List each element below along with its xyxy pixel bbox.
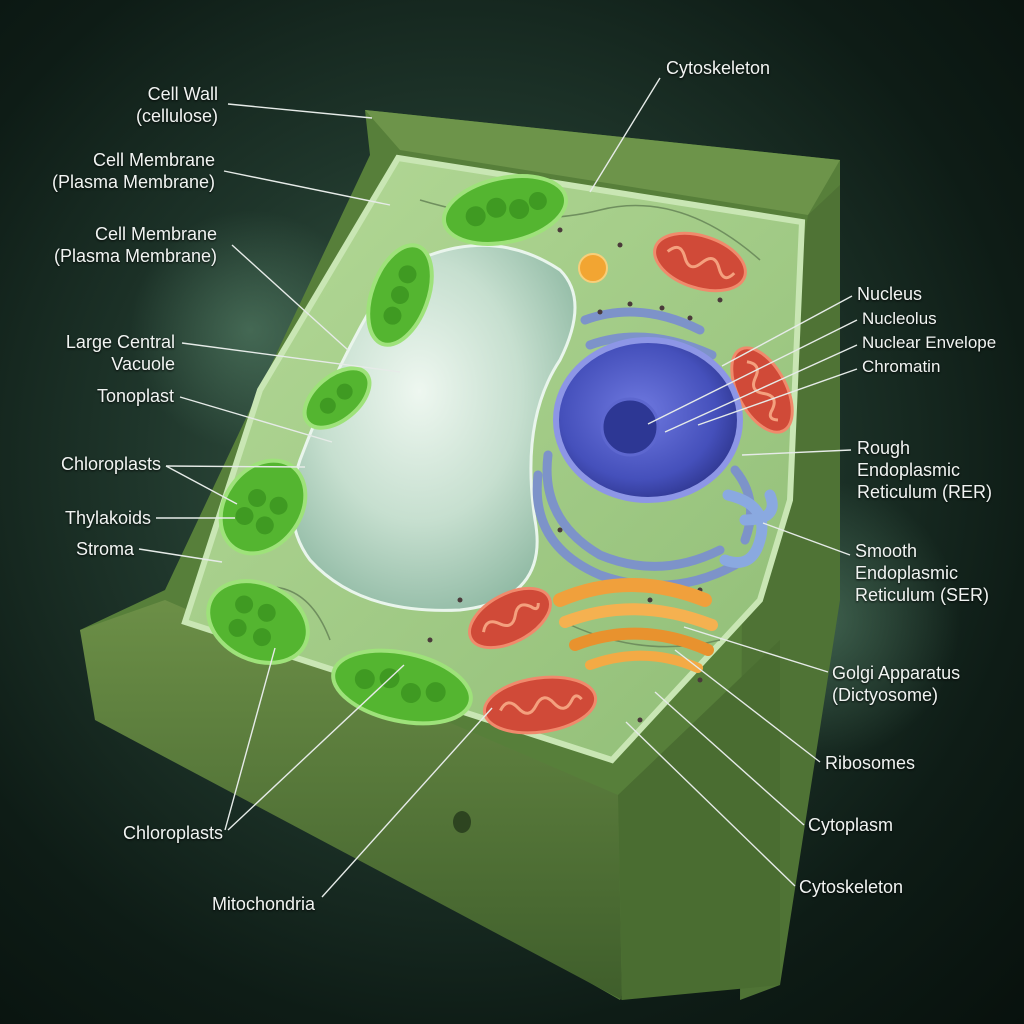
label-cytoskeleton-bottom: Cytoskeleton [799,877,904,897]
mitochondrion [468,586,552,650]
leader-smooth-er [762,522,851,556]
leader-cell-membrane-2 [231,244,349,351]
label-chloroplasts-top: Chloroplasts [60,454,161,474]
label-chloroplasts-bottom: Chloroplasts [122,823,223,843]
chloroplast [206,579,310,665]
leader-lines [138,77,858,898]
leader-chloroplasts-top-a [165,465,306,468]
label-thylakoids: Thylakoids [64,508,151,528]
leader-cytoplasm [654,691,805,826]
label-chromatin: Chromatin [862,357,941,376]
leader-ribosomes [674,649,821,763]
leader-chloroplasts-bottom-a [224,647,276,831]
leader-cytoskeleton-bottom [625,721,796,887]
vesicle [578,253,608,283]
label-nuclear-envelope: Nuclear Envelope [862,333,997,352]
leader-tonoplast [179,396,333,443]
leader-rough-er [741,449,852,456]
leader-nucleolus [647,319,858,425]
label-tonoplast: Tonoplast [96,386,174,406]
leader-cytoskeleton-top [589,77,661,193]
leader-mitochondria [321,707,493,898]
leader-stroma [138,548,223,563]
plasmodesma-pore [453,811,471,833]
label-mitochondria: Mitochondria [211,894,315,914]
label-cytoskeleton-top: Cytoskeleton [666,58,771,78]
chloroplast [366,243,434,347]
leader-chloroplasts-top-b [165,465,238,505]
chloroplast [441,174,569,246]
cell-wall-top-rim [365,110,840,215]
label-nucleus: Nucleus [857,284,923,304]
label-large-central-vacuole: Large Central Vacuole [65,332,175,374]
golgi-apparatus [553,578,718,673]
label-cytoplasm: Cytoplasm [808,815,894,835]
label-stroma: Stroma [75,539,134,559]
nucleolus [600,397,660,457]
label-cell-membrane-2: Cell Membrane (Plasma Membrane) [53,224,217,266]
label-golgi-apparatus: Golgi Apparatus (Dictyosome) [832,663,961,705]
leader-chloroplasts-bottom-b [227,664,405,831]
leader-nucleus [721,295,853,367]
label-nucleolus: Nucleolus [862,309,937,328]
smooth-endoplasmic-reticulum [719,489,778,568]
leader-chromatin [697,368,858,426]
mitochondrion [482,675,598,735]
cell-wall-front-right [618,640,780,1000]
chloroplast [218,458,308,556]
mitochondrion [653,231,747,293]
label-cell-membrane-1: Cell Membrane (Plasma Membrane) [51,150,215,192]
leader-golgi [683,626,829,673]
leader-nuclear-envelope [664,344,858,433]
leader-cell-membrane-1 [223,170,391,206]
label-ribosomes: Ribosomes [825,753,916,773]
chloroplast [302,366,372,430]
label-rough-er: Rough Endoplasmic Reticulum (RER) [857,438,993,502]
leader-vacuole [181,342,401,373]
cell-wall-front [80,600,622,1000]
label-smooth-er: Smooth Endoplasmic Reticulum (SER) [855,541,990,605]
label-cell-wall: Cell Wall (cellulose) [135,84,218,126]
leader-cell-wall [227,103,373,119]
